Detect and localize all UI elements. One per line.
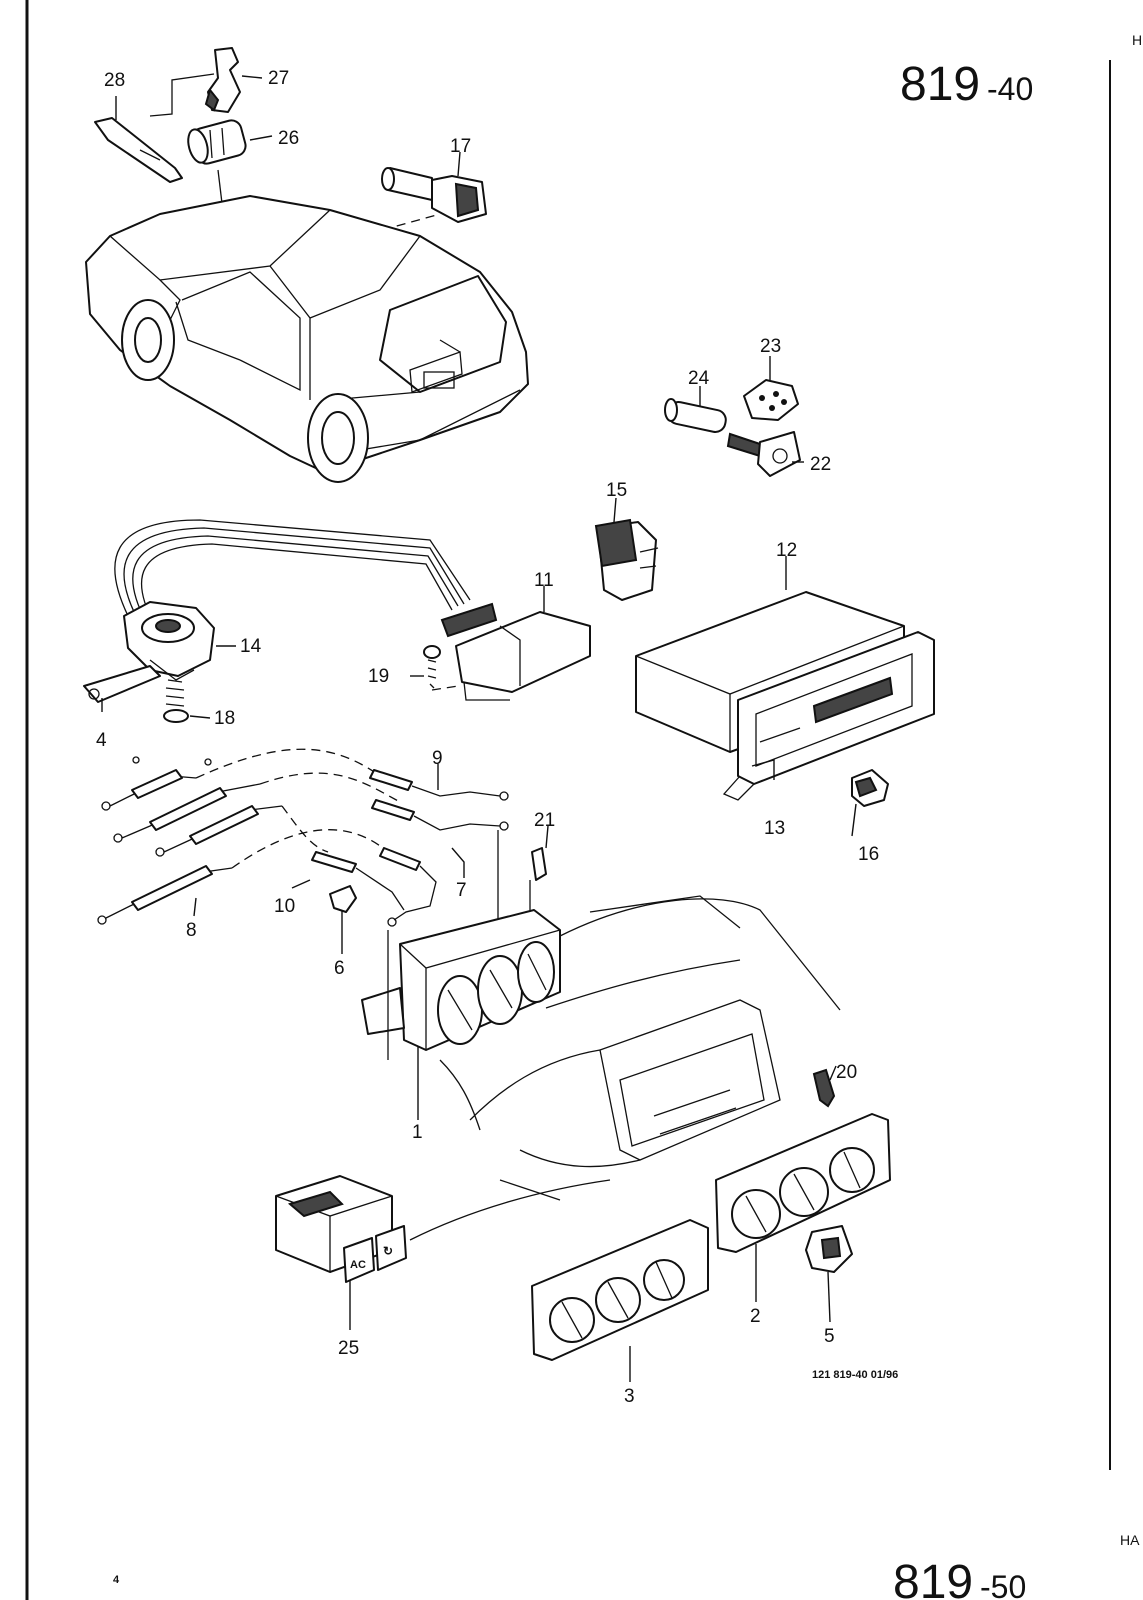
screw-20 [812, 1068, 836, 1108]
lever-4 [83, 665, 161, 703]
switch-block-25: AC ↻ [275, 1175, 407, 1283]
callout-11: 11 [534, 570, 554, 591]
dashboard-outline [439, 895, 841, 1201]
lens-23 [743, 379, 799, 421]
faceplate-13 [722, 631, 935, 801]
knob-22 [726, 431, 801, 477]
callout-15: 15 [606, 480, 627, 501]
callout-27: 27 [268, 68, 289, 89]
screw-19 [423, 645, 441, 689]
callout-23: 23 [760, 336, 781, 357]
callout-13: 13 [764, 818, 785, 839]
bulb-16 [851, 769, 889, 807]
callout-6: 6 [334, 958, 345, 979]
margin-mark: 4 [113, 1574, 120, 1586]
cable-set [97, 748, 509, 927]
actuator-14 [123, 601, 215, 681]
callout-1: 1 [412, 1122, 423, 1143]
callout-4: 4 [96, 730, 107, 751]
clip-21 [531, 847, 547, 881]
callout-8: 8 [186, 920, 197, 941]
bezel-2 [715, 1113, 891, 1253]
callout-numbers: 28 27 26 17 23 24 22 15 12 11 14 19 18 4… [96, 68, 879, 1407]
callout-7: 7 [456, 880, 467, 901]
callout-16: 16 [858, 844, 879, 865]
callout-19: 19 [368, 666, 389, 687]
recirc-button-label: ↻ [383, 1244, 393, 1258]
relay-15 [594, 518, 659, 601]
page-number-main: 819 [900, 58, 980, 111]
leader-lines [101, 75, 857, 1382]
clip-27 [204, 47, 241, 113]
callout-26: 26 [278, 128, 299, 149]
bracket-28 [94, 117, 183, 183]
knob-5 [805, 1225, 853, 1273]
callout-3: 3 [624, 1386, 635, 1407]
screw-18 [163, 679, 189, 723]
element-24 [664, 398, 727, 433]
callout-24: 24 [688, 368, 710, 389]
callout-18: 18 [214, 708, 235, 729]
callout-22: 22 [810, 454, 831, 475]
page-number-suffix: -40 [987, 71, 1033, 107]
next-page-number-suffix: -50 [980, 1569, 1026, 1600]
clip-6 [329, 885, 357, 913]
callout-2: 2 [750, 1306, 761, 1327]
edge-letter-top: H [1132, 32, 1142, 48]
footer-code: 121 819-40 01/96 [812, 1369, 898, 1381]
callout-20: 20 [836, 1062, 857, 1083]
callout-10: 10 [274, 896, 295, 917]
callout-5: 5 [824, 1326, 835, 1347]
motor-26 [187, 119, 247, 165]
callout-12: 12 [776, 540, 797, 561]
ac-button-label: AC [350, 1259, 366, 1271]
callout-14: 14 [240, 636, 262, 657]
edge-letter-bottom: HA [1120, 1532, 1140, 1548]
callout-17: 17 [450, 136, 471, 157]
vehicle-illustration [85, 195, 529, 483]
panel-3 [531, 1219, 709, 1361]
callout-25: 25 [338, 1338, 359, 1359]
control-unit-11 [440, 602, 591, 701]
callout-21: 21 [534, 810, 555, 831]
heater-control-1 [361, 830, 561, 1060]
callout-28: 28 [104, 70, 125, 91]
sensor-17 [381, 167, 487, 223]
callout-9: 9 [432, 748, 443, 769]
next-page-number-main: 819 [893, 1556, 973, 1600]
